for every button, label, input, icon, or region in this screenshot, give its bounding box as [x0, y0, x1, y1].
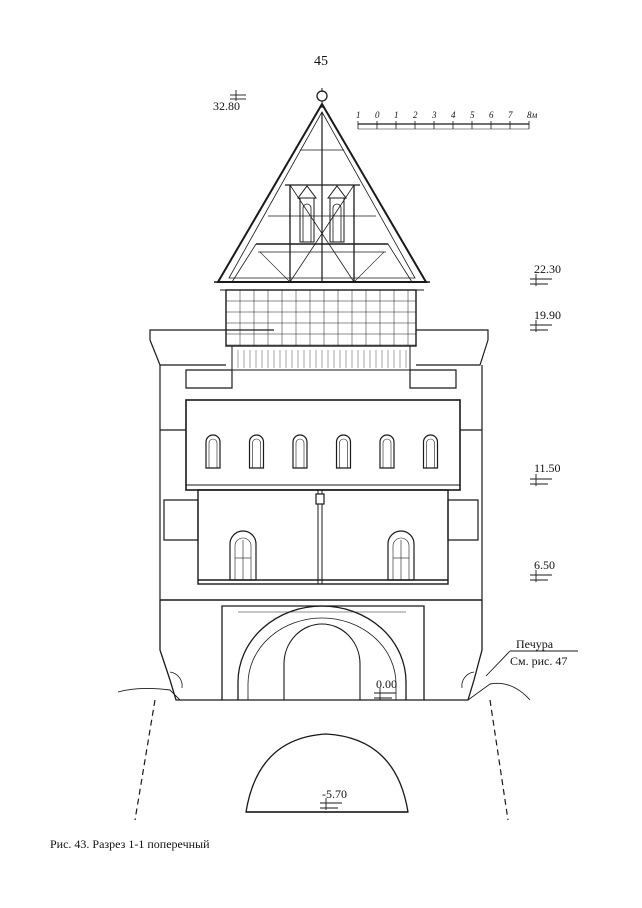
lower-windows	[229, 530, 415, 581]
elevation-label-ground: 0.00	[376, 677, 397, 691]
elevation-label-roof-base: 22.30	[534, 262, 561, 276]
scale-tick-label: 0	[375, 110, 380, 120]
basement-vault	[245, 733, 409, 813]
upper-window-reveal	[339, 438, 348, 468]
glazed-lantern	[225, 289, 417, 371]
scale-tick-label: 1	[394, 110, 399, 120]
page-number: 45	[314, 54, 328, 69]
figure-caption: Рис. 43. Разрез 1-1 поперечный	[50, 837, 210, 851]
scale-tick-label: 1	[356, 110, 361, 120]
scale-tick-label: 4	[451, 110, 456, 120]
annotation-leader	[485, 650, 578, 677]
scale-tick-label: 8м	[527, 110, 538, 120]
annotation-reference: См. рис. 47	[510, 654, 568, 668]
upper-window	[379, 434, 395, 469]
elevation-label-middle-floor: 6.50	[534, 558, 555, 572]
upper-window-reveal	[252, 438, 261, 468]
elevation-label-parapet: 19.90	[534, 308, 561, 322]
elevation-markers	[230, 90, 552, 810]
upper-window	[422, 434, 439, 469]
elevation-label-basement: -5.70	[322, 787, 347, 801]
upper-window-reveal	[382, 438, 392, 468]
elevation-label-upper-floor: 11.50	[534, 461, 561, 475]
upper-window	[292, 434, 308, 469]
scale-tick-label: 6	[489, 110, 494, 120]
scale-tick-label: 3	[431, 110, 437, 120]
upper-window-reveal	[295, 438, 305, 468]
upper-window	[205, 434, 221, 469]
scale-tick-label: 2	[413, 110, 418, 120]
upper-window	[335, 434, 352, 469]
upper-window-reveal	[426, 438, 435, 468]
scale-bar: 1 0 1 2 3 4 5 6 7 8м	[356, 110, 538, 130]
scale-tick-label: 5	[470, 110, 475, 120]
annotation-title: Печура	[516, 637, 554, 651]
upper-window-reveal	[208, 438, 218, 468]
gate-passage	[159, 600, 483, 701]
elevation-label-spire-top: 32.80	[213, 99, 240, 113]
upper-windows	[205, 434, 439, 469]
scale-tick-label: 7	[508, 110, 513, 120]
upper-window	[248, 434, 265, 469]
ground-line	[117, 682, 531, 821]
